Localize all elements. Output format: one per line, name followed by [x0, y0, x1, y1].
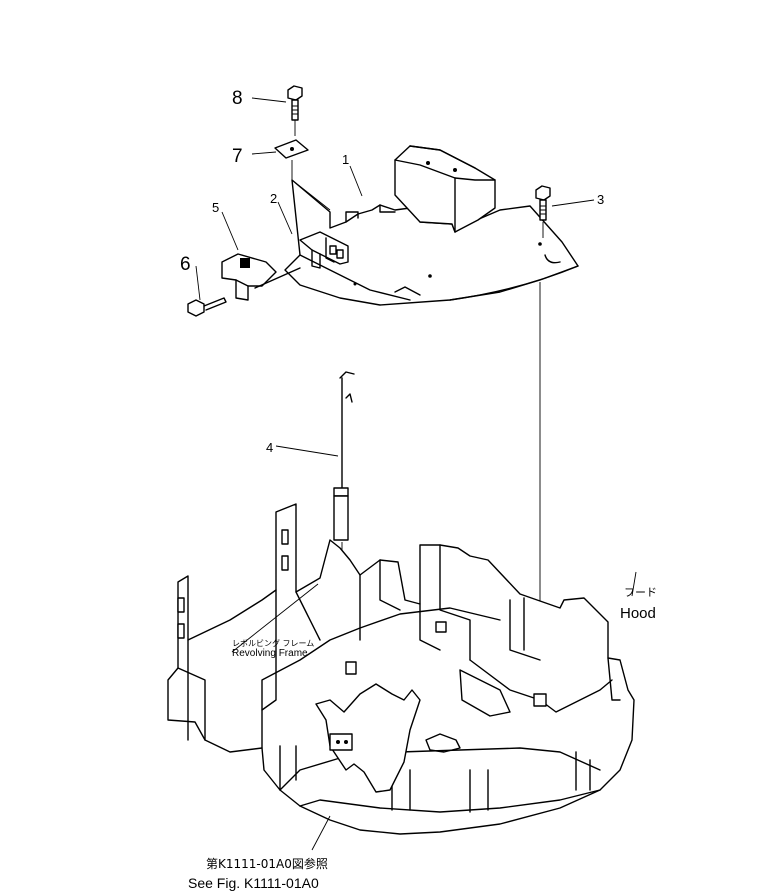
callout-7: 7 — [232, 146, 243, 167]
callout-1: 1 — [342, 152, 349, 167]
callout-6: 6 — [180, 254, 191, 275]
callout-3: 3 — [597, 192, 604, 207]
bolt-3 — [535, 185, 551, 238]
callout-8: 8 — [232, 88, 243, 109]
revolving-frame-label: Revolving Frame — [232, 648, 308, 659]
bracket — [299, 231, 349, 269]
hood-label-jp: フード — [624, 586, 657, 599]
revolving-frame — [167, 503, 635, 835]
bolt-6 — [187, 297, 227, 317]
revolving-frame-label-jp: レボルビング フレーム — [232, 638, 314, 648]
hood-label: Hood — [620, 605, 656, 622]
figure-reference: See Fig. K1111-01A0 — [188, 875, 319, 891]
latch-bracket — [221, 253, 301, 301]
plate-7 — [274, 139, 331, 211]
callout-2: 2 — [270, 191, 277, 206]
callout-5: 5 — [212, 200, 219, 215]
callout-4: 4 — [266, 440, 273, 455]
leader-lines — [195, 97, 637, 851]
bolt-8 — [287, 85, 303, 136]
cover-plate — [284, 145, 579, 306]
figure-reference-jp: 第K1111-01A0図参照 — [206, 856, 328, 871]
